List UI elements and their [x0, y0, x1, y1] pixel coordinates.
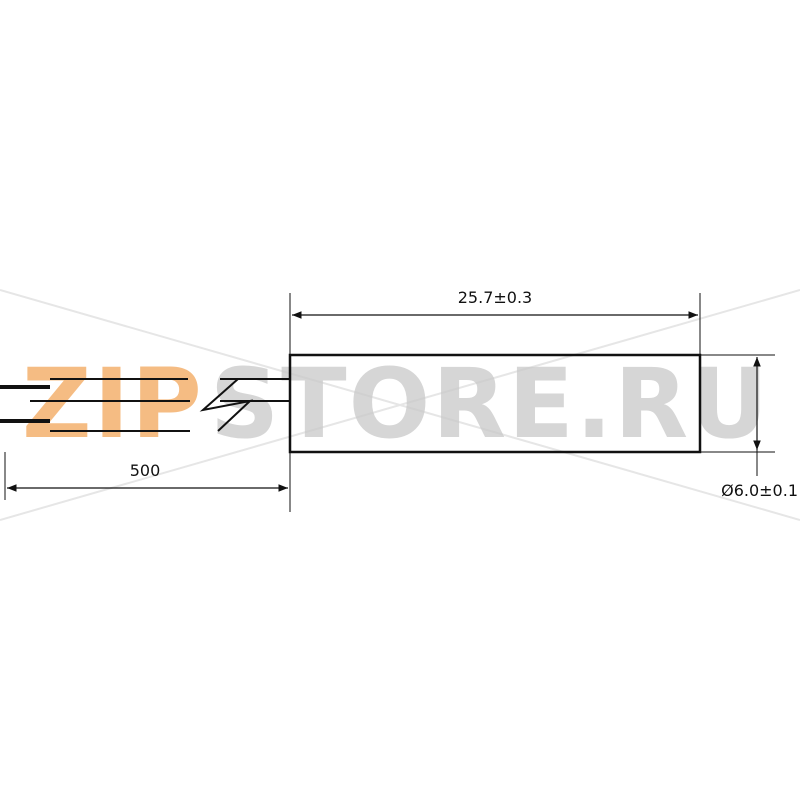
dimension-label-diameter: Ø6.0±0.1 — [721, 481, 798, 500]
break-symbol — [199, 378, 254, 432]
watermark-zip: ZIP — [22, 348, 204, 460]
dimension-label-lead-length: 500 — [130, 461, 161, 480]
watermark-store: STORE.RU — [210, 348, 770, 460]
watermark: ZIP STORE.RU — [22, 348, 770, 460]
dimension-label-body-length: 25.7±0.3 — [458, 288, 532, 307]
extension-lines — [4, 293, 775, 512]
heater-body — [288, 353, 702, 454]
lead-wires — [0, 378, 290, 432]
background-guide-lines — [0, 289, 800, 521]
